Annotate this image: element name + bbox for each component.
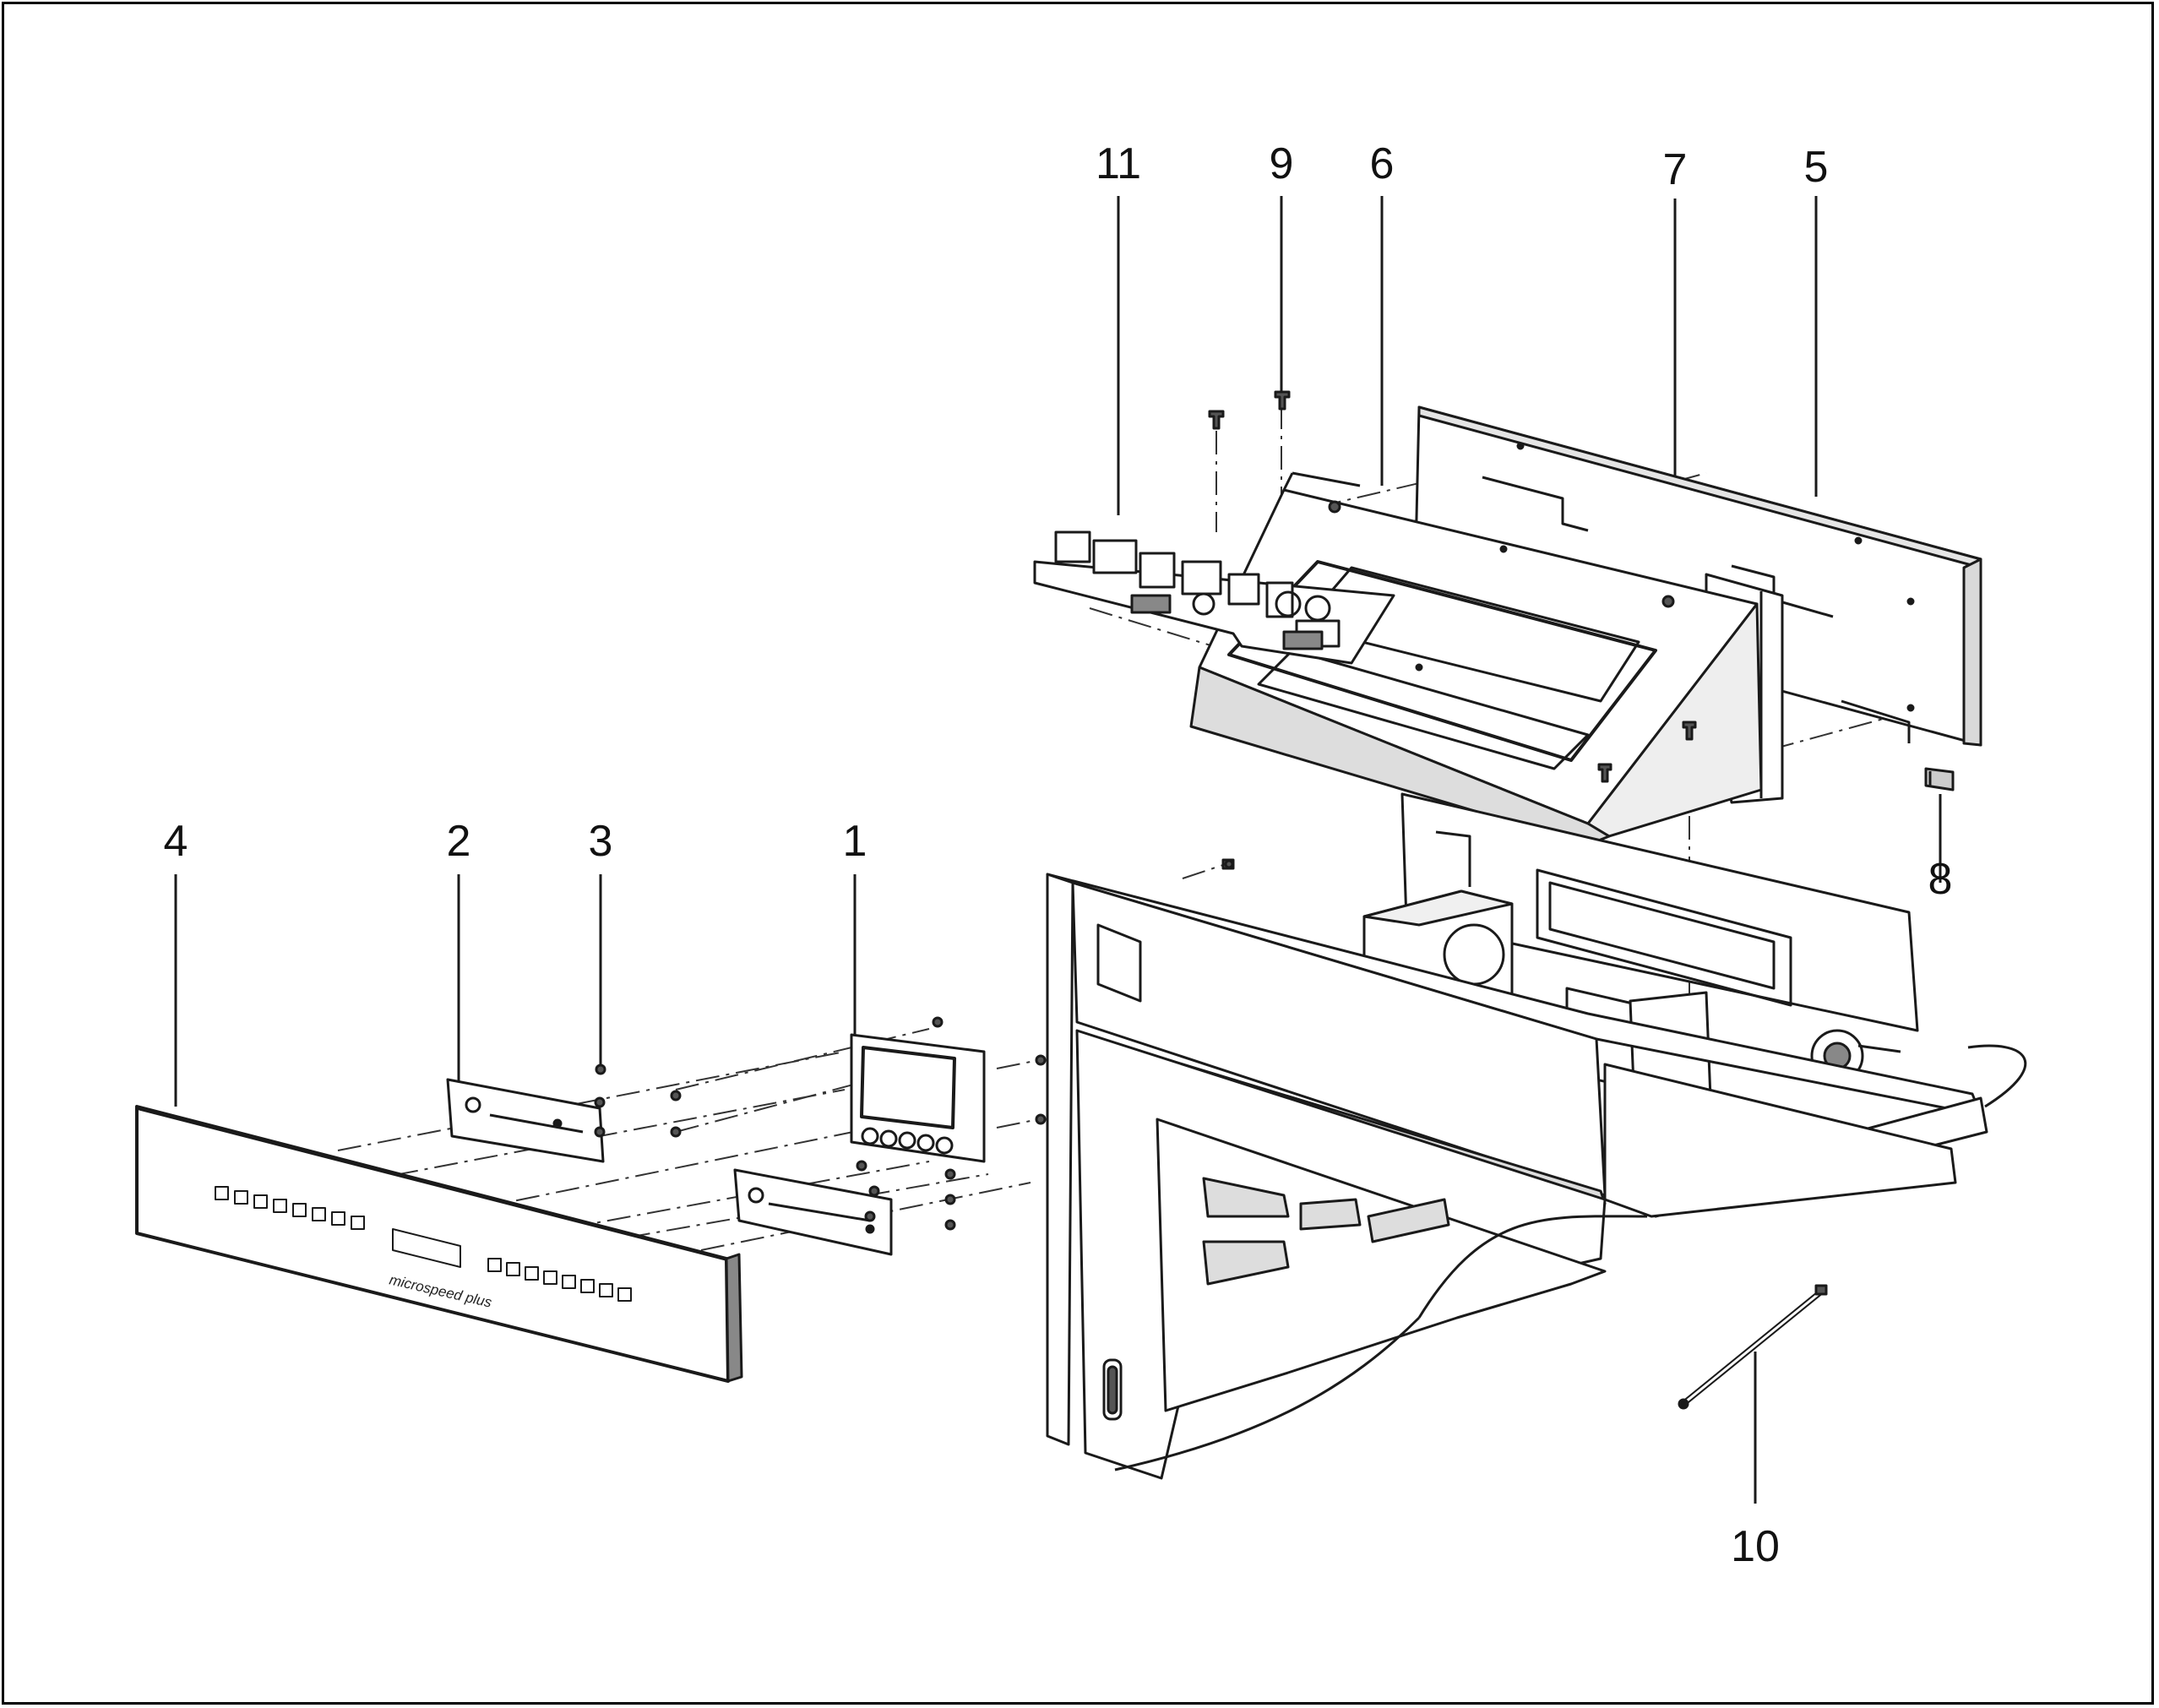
callout-3: 3: [588, 817, 613, 866]
leader-lines: [174, 196, 1942, 1504]
callout-5: 5: [1803, 143, 1829, 192]
callout-7: 7: [1662, 145, 1688, 194]
callout-9: 9: [1269, 139, 1294, 188]
callout-10: 10: [1731, 1522, 1780, 1571]
part-2-keypad-board: [446, 1078, 605, 1163]
callout-4: 4: [163, 817, 188, 866]
part-6-control-housing: [1189, 471, 1763, 846]
callout-1: 1: [842, 817, 867, 866]
keypad-board-right: [733, 1168, 893, 1256]
callout-2: 2: [446, 817, 471, 866]
control-panel-keys-right: [487, 1258, 632, 1302]
callout-6: 6: [1369, 139, 1395, 188]
control-panel-keys-left: [215, 1186, 365, 1230]
part-3-screws: [594, 1016, 1047, 1231]
part-4-front-control-panel: microspeed plus: [135, 1105, 743, 1383]
top-screws: [1208, 390, 1697, 870]
part-8-clip: [1924, 767, 1955, 791]
part-11-main-pcb: [1033, 530, 1395, 665]
part-10-temperature-sensor: [1678, 1284, 1828, 1410]
callout-8: 8: [1928, 855, 1953, 904]
callout-11: 11: [1096, 139, 1141, 188]
part-1-display-board: [850, 1033, 986, 1163]
oven-cavity-assembly: [1046, 792, 2027, 1480]
